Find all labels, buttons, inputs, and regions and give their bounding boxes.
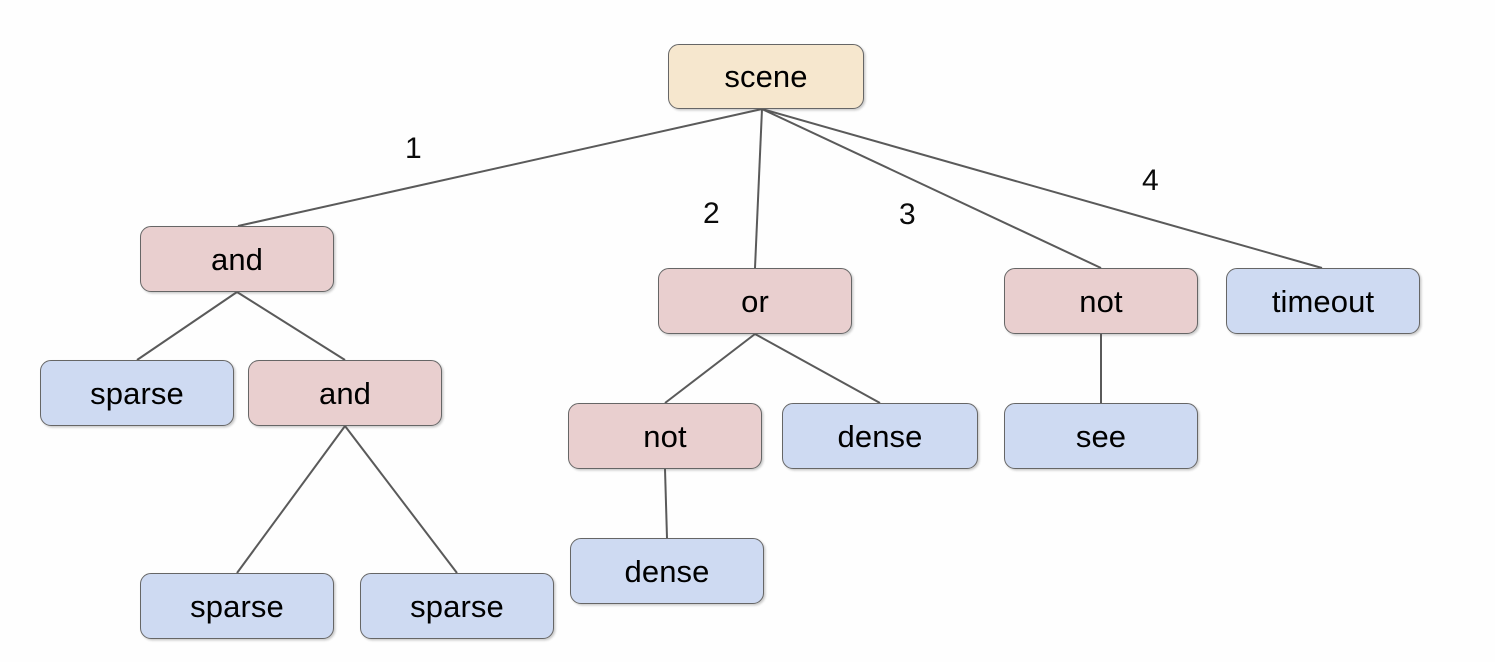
edge-and2-to-sparse3 xyxy=(344,425,458,574)
tree-node-or1[interactable]: or xyxy=(658,268,852,334)
edge-scene-to-timeout xyxy=(761,108,1323,269)
edge-and1-to-sparse1 xyxy=(136,291,238,361)
tree-node-label: not xyxy=(643,418,687,454)
tree-node-label: timeout xyxy=(1271,283,1375,319)
edge-scene-to-not1 xyxy=(761,108,1102,269)
tree-node-dense1[interactable]: dense xyxy=(782,403,978,469)
tree-node-label: sparse xyxy=(410,588,504,624)
tree-node-label: sparse xyxy=(190,588,284,624)
tree-node-sparse2[interactable]: sparse xyxy=(140,573,334,639)
edge-scene-to-or1 xyxy=(754,108,763,269)
tree-node-sparse3[interactable]: sparse xyxy=(360,573,554,639)
tree-node-not2[interactable]: not xyxy=(568,403,762,469)
tree-node-label: sparse xyxy=(90,375,184,411)
tree-node-timeout[interactable]: timeout xyxy=(1226,268,1420,334)
edge-or1-to-dense1 xyxy=(754,333,881,404)
tree-node-label: or xyxy=(741,283,769,319)
tree-node-label: dense xyxy=(837,418,923,454)
tree-node-not1[interactable]: not xyxy=(1004,268,1198,334)
edge-label-2: 2 xyxy=(703,197,720,230)
edge-label-1: 1 xyxy=(405,132,422,165)
edge-or1-to-not2 xyxy=(664,333,756,404)
edge-label-4: 4 xyxy=(1142,164,1159,197)
tree-node-and2[interactable]: and xyxy=(248,360,442,426)
tree-node-label: and xyxy=(210,241,264,277)
tree-node-scene[interactable]: scene xyxy=(668,44,864,109)
tree-node-label: see xyxy=(1075,418,1127,454)
tree-node-dense2[interactable]: dense xyxy=(570,538,764,604)
tree-node-label: scene xyxy=(724,59,808,94)
edge-and1-to-and2 xyxy=(236,291,346,361)
edge-scene-to-and1 xyxy=(237,108,763,227)
tree-node-label: and xyxy=(318,375,372,411)
tree-node-sparse1[interactable]: sparse xyxy=(40,360,234,426)
edge-and2-to-sparse2 xyxy=(236,425,346,574)
tree-node-label: dense xyxy=(624,553,710,589)
tree-node-see[interactable]: see xyxy=(1004,403,1198,469)
edge-not2-to-dense2 xyxy=(664,468,668,539)
tree-node-and1[interactable]: and xyxy=(140,226,334,292)
edge-label-3: 3 xyxy=(899,198,916,231)
tree-node-label: not xyxy=(1079,283,1123,319)
